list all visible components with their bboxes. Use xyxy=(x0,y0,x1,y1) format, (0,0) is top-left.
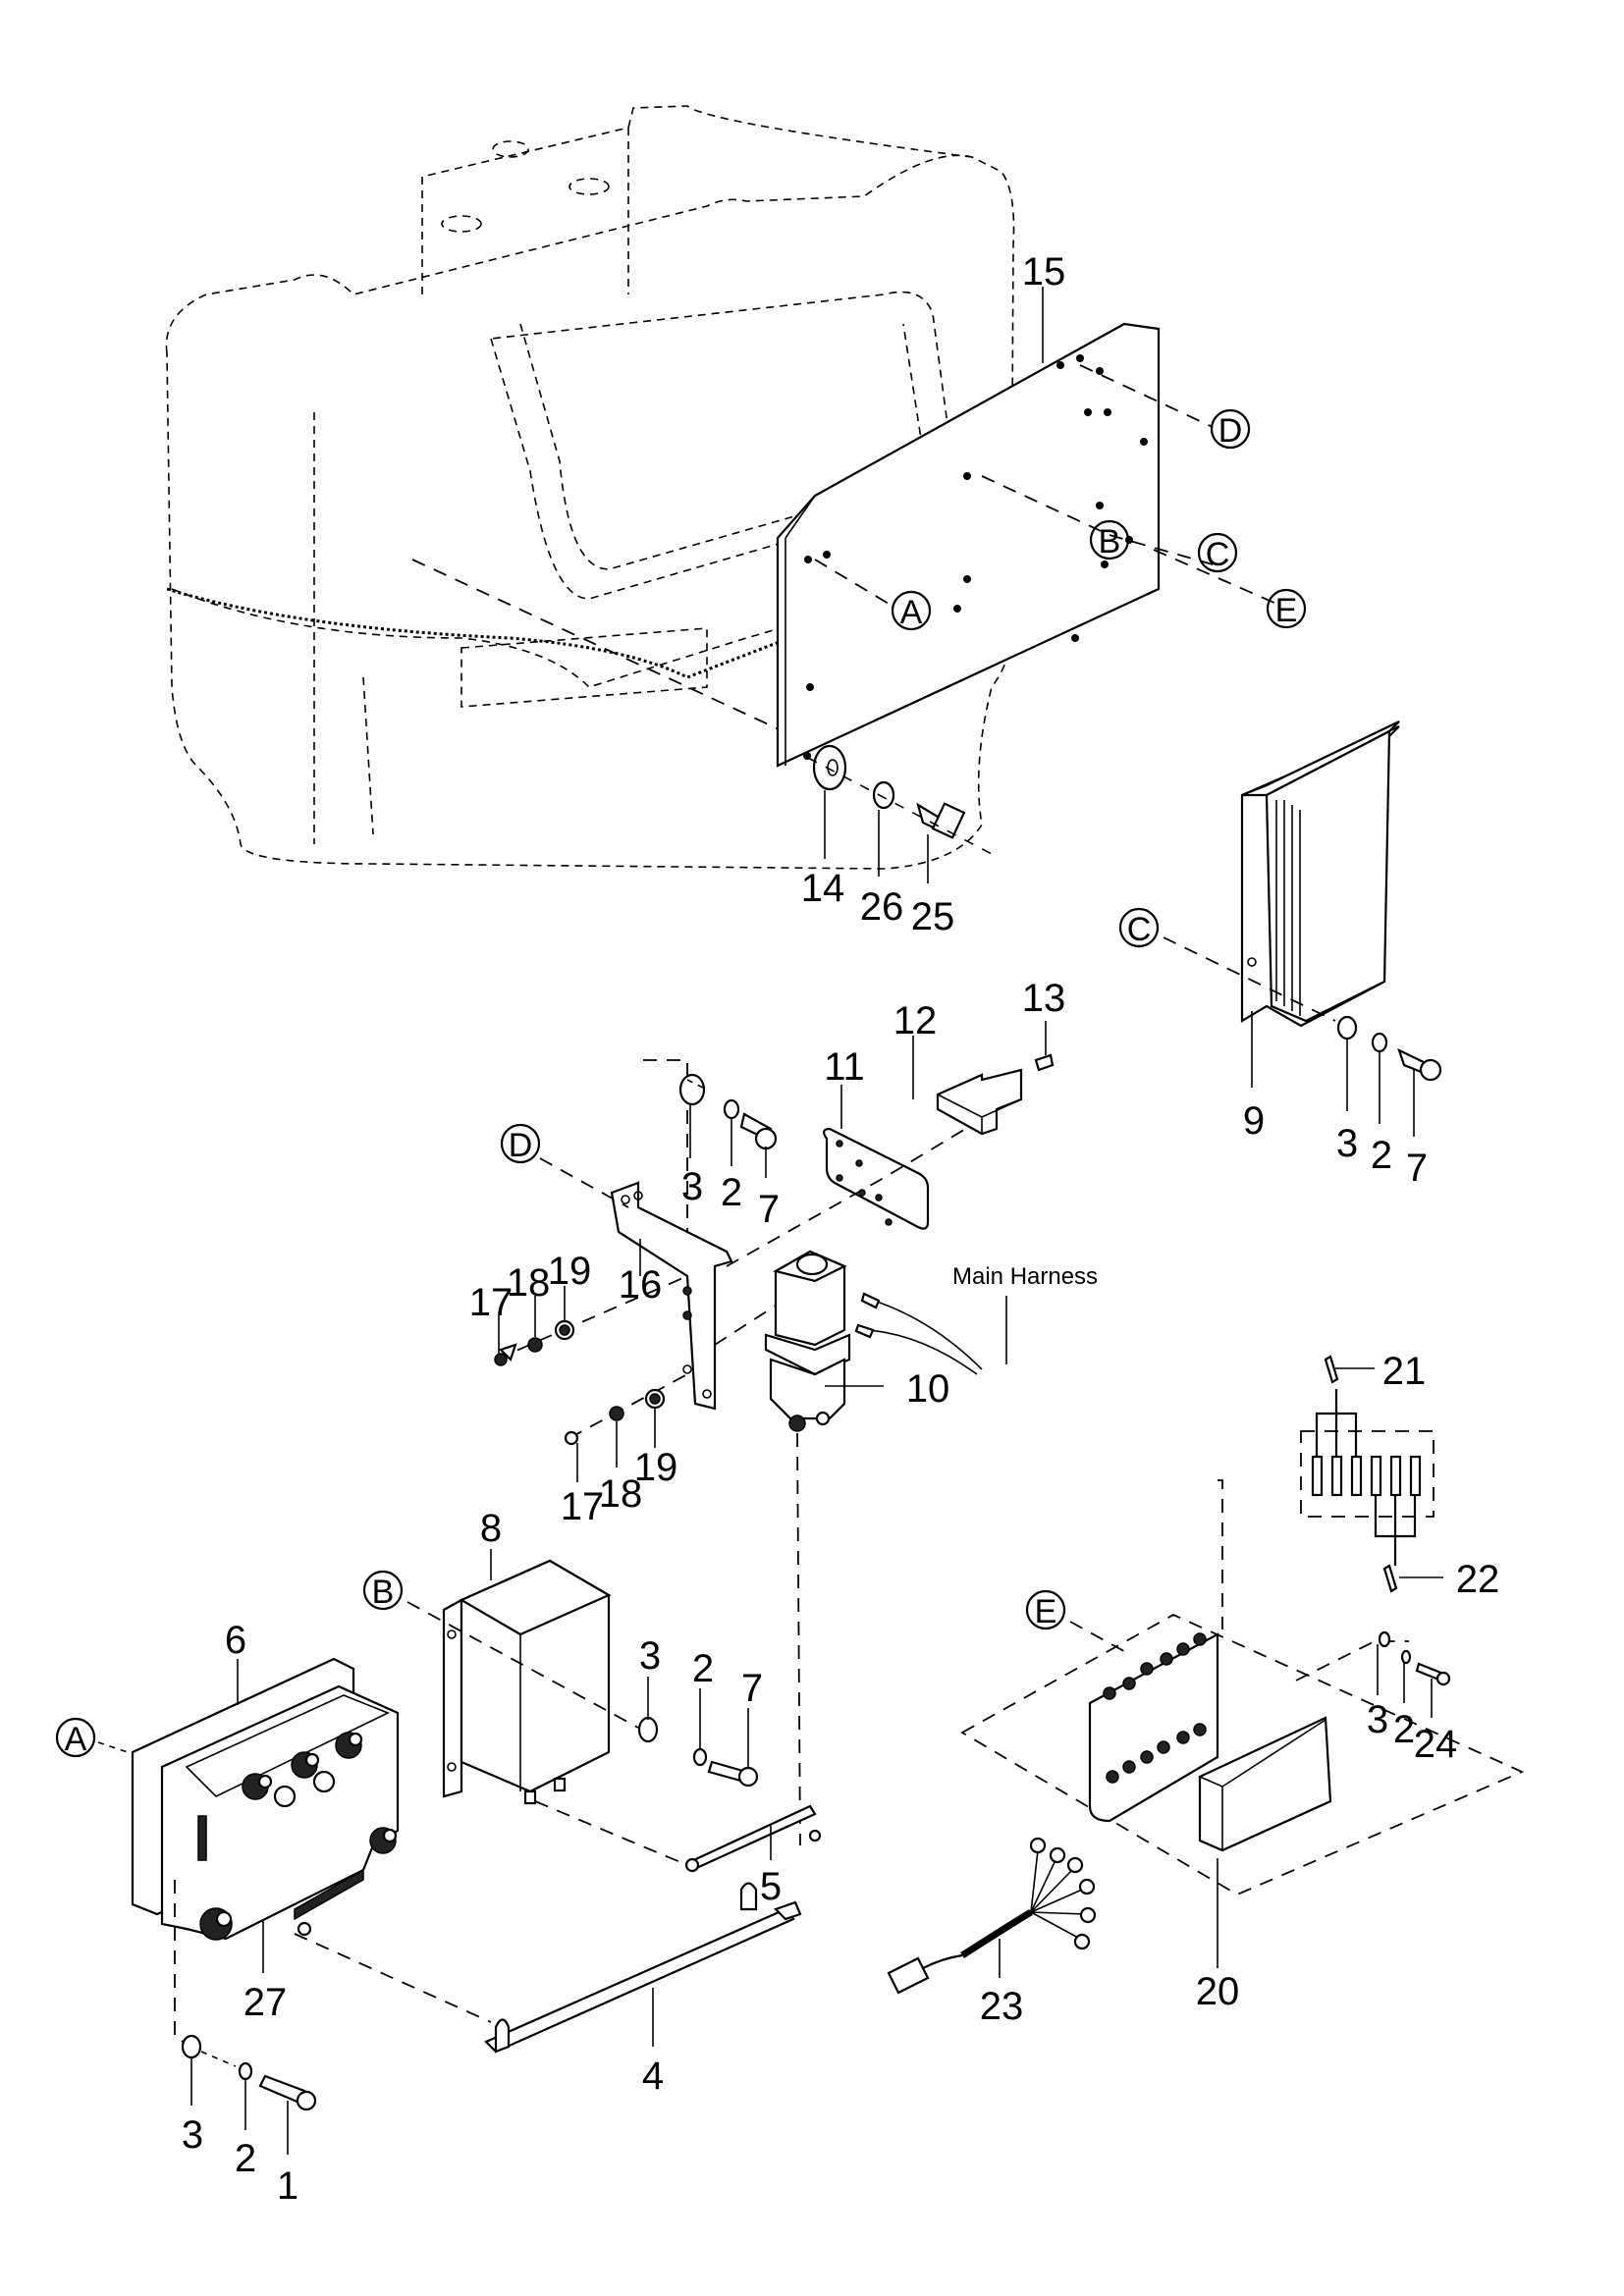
relay-12 xyxy=(936,1068,1023,1136)
callout-13: 13 xyxy=(1022,977,1066,1020)
callout-2-e: 2 xyxy=(1393,1708,1415,1751)
callout-10: 10 xyxy=(906,1367,950,1411)
fuse-box-20 xyxy=(960,1613,1525,1896)
callout-7-b: 7 xyxy=(741,1667,763,1710)
fuse-detail-inset xyxy=(1300,1355,1435,1593)
controller-box-9 xyxy=(1240,721,1400,1028)
svg-text:C: C xyxy=(1206,536,1230,573)
callout-5: 5 xyxy=(760,1865,782,1908)
wire-harness-23 xyxy=(887,1837,1097,1995)
callout-25: 25 xyxy=(911,895,955,938)
callout-3-c: 3 xyxy=(1336,1122,1358,1165)
ref-marker-E-plate: E xyxy=(1266,588,1307,629)
contactor-10 xyxy=(764,1250,851,1432)
callout-3-b: 3 xyxy=(639,1634,661,1678)
strap-4 xyxy=(484,1882,802,2054)
svg-text:D: D xyxy=(1218,412,1243,450)
callout-15: 15 xyxy=(1022,250,1066,294)
strap-5 xyxy=(684,1804,822,1873)
callout-16: 16 xyxy=(619,1263,663,1307)
callout-3-e: 3 xyxy=(1367,1698,1388,1741)
svg-text:A: A xyxy=(900,594,923,631)
callout-23: 23 xyxy=(980,1985,1024,2028)
callout-27: 27 xyxy=(244,1981,288,2024)
svg-text:E: E xyxy=(1275,592,1298,629)
ref-marker-D-bracket: D xyxy=(500,1123,541,1164)
callout-6: 6 xyxy=(225,1619,246,1662)
ref-marker-C-plate: C xyxy=(1197,532,1238,573)
callout-2-b: 2 xyxy=(692,1647,714,1690)
svg-text:D: D xyxy=(509,1127,533,1164)
callout-26: 26 xyxy=(860,885,904,929)
box-8 xyxy=(442,1559,612,1805)
mounting-plate xyxy=(776,322,1277,768)
callout-2-d: 2 xyxy=(721,1171,742,1214)
callout-17-a: 17 xyxy=(469,1281,514,1324)
callout-9: 9 xyxy=(1243,1099,1265,1143)
callout-19-a: 19 xyxy=(548,1250,592,1293)
main-harness-label: Main Harness xyxy=(952,1263,1098,1290)
callout-3-a: 3 xyxy=(182,2113,203,2157)
callout-14: 14 xyxy=(801,867,845,910)
svg-text:E: E xyxy=(1035,1593,1057,1630)
callout-2-c: 2 xyxy=(1371,1134,1392,1177)
callout-3-d: 3 xyxy=(681,1165,703,1208)
callout-12: 12 xyxy=(893,999,938,1042)
callout-19-b: 19 xyxy=(634,1446,678,1489)
callout-4: 4 xyxy=(642,2055,664,2098)
svg-text:B: B xyxy=(372,1574,395,1611)
callout-20: 20 xyxy=(1196,1970,1240,2013)
plate-11 xyxy=(823,1127,930,1230)
callout-7-d: 7 xyxy=(758,1188,780,1231)
ref-marker-E-fuse: E xyxy=(1025,1589,1066,1630)
assembly-line xyxy=(411,559,816,747)
ref-marker-C-box: C xyxy=(1118,907,1160,948)
ref-marker-B-plate: B xyxy=(1089,519,1130,561)
main-harness xyxy=(854,1292,1007,1375)
callout-7-c: 7 xyxy=(1406,1147,1428,1190)
svg-text:A: A xyxy=(65,1721,87,1758)
plate-fasteners xyxy=(807,744,993,855)
counterweight-phantom xyxy=(165,105,1015,870)
svg-text:B: B xyxy=(1099,523,1121,561)
ref-marker-A-plate: A xyxy=(891,590,932,631)
fuse-detail-line xyxy=(1218,1479,1223,1629)
callout-8: 8 xyxy=(480,1507,502,1550)
callout-11: 11 xyxy=(824,1045,865,1089)
callout-18-a: 18 xyxy=(507,1261,551,1305)
svg-text:C: C xyxy=(1127,911,1152,948)
callout-2-a: 2 xyxy=(235,2137,256,2180)
ref-marker-D-plate: D xyxy=(1210,408,1251,450)
bracket-16 xyxy=(610,1059,733,1411)
callout-18-b: 18 xyxy=(599,1472,643,1516)
ref-marker-B-box: B xyxy=(362,1570,404,1611)
callout-21: 21 xyxy=(1382,1350,1427,1393)
ref-marker-A-ctrl: A xyxy=(55,1717,96,1758)
callout-1: 1 xyxy=(277,2164,298,2208)
motor-controller-6 xyxy=(131,1657,400,1941)
callout-17-b: 17 xyxy=(561,1485,605,1528)
callout-22: 22 xyxy=(1456,1558,1500,1601)
callout-24: 24 xyxy=(1414,1723,1458,1766)
